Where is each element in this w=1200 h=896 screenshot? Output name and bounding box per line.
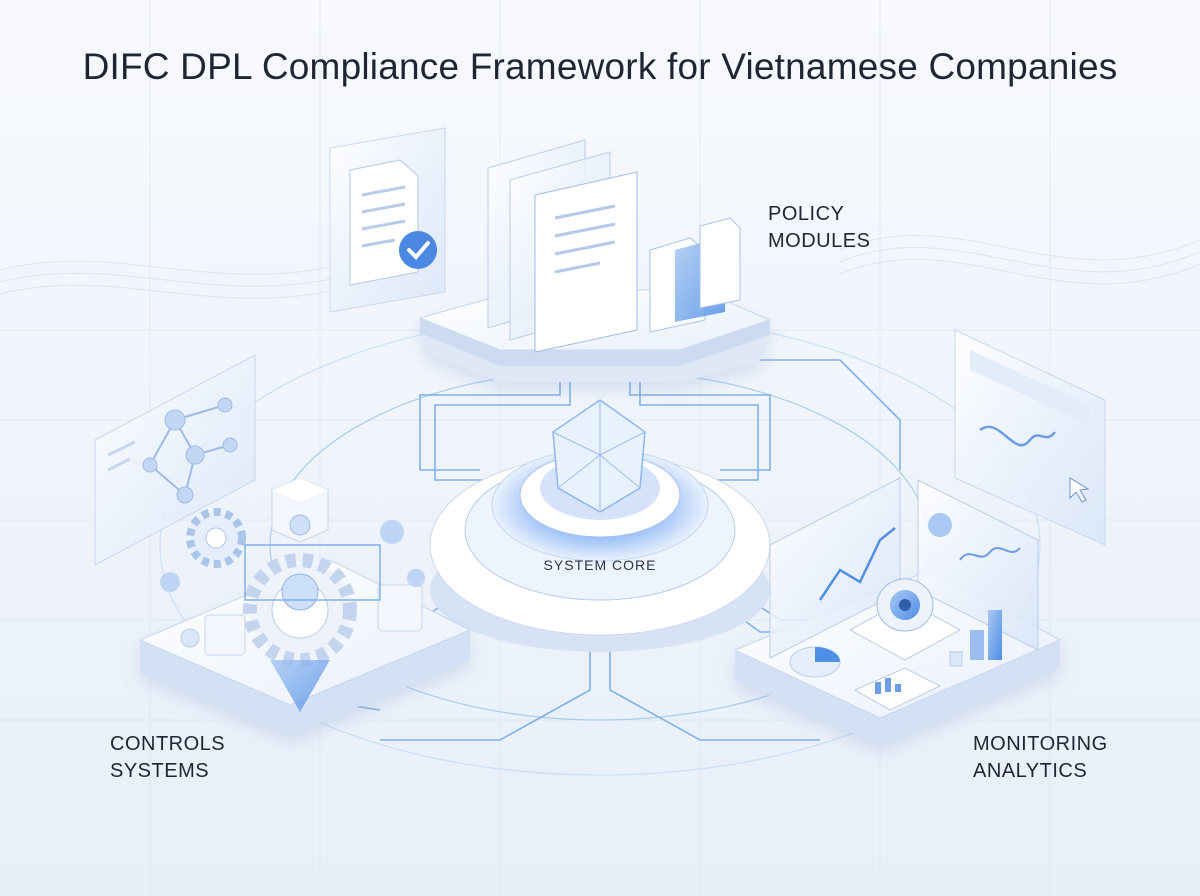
policy-modules-label-line1: POLICY [768,203,845,225]
background-waves [0,235,1200,299]
pie-chart-icon [789,646,841,678]
control-blocks [160,477,425,712]
network-graph-icon [94,354,256,566]
document-check-icon [329,127,446,313]
polyhedron-icon [552,399,646,513]
monitoring-analytics-label: MONITORING ANALYTICS [973,731,1108,785]
controls-systems-label-line1: CONTROLS [110,733,226,755]
policy-modules-label: POLICY MODULES [768,201,870,255]
bar-chart-icon [853,610,1002,711]
document-stack-icon [487,139,741,353]
controls-systems-label: CONTROLS SYSTEMS [110,731,225,785]
diagram-title: DIFC DPL Compliance Framework for Vietna… [82,46,1118,87]
dashboard-panel [954,329,1106,546]
eye-icon [848,578,962,661]
monitoring-analytics-label-line1: MONITORING [973,733,1108,755]
policy-modules-label-line2: MODULES [768,230,871,252]
cursor-icon [1069,477,1090,503]
system-core-label: SYSTEM CORE [543,557,657,573]
monitoring-analytics-label-line2: ANALYTICS [973,760,1088,782]
controls-systems-label-line2: SYSTEMS [110,760,210,782]
line-chart-icon [769,477,1039,659]
